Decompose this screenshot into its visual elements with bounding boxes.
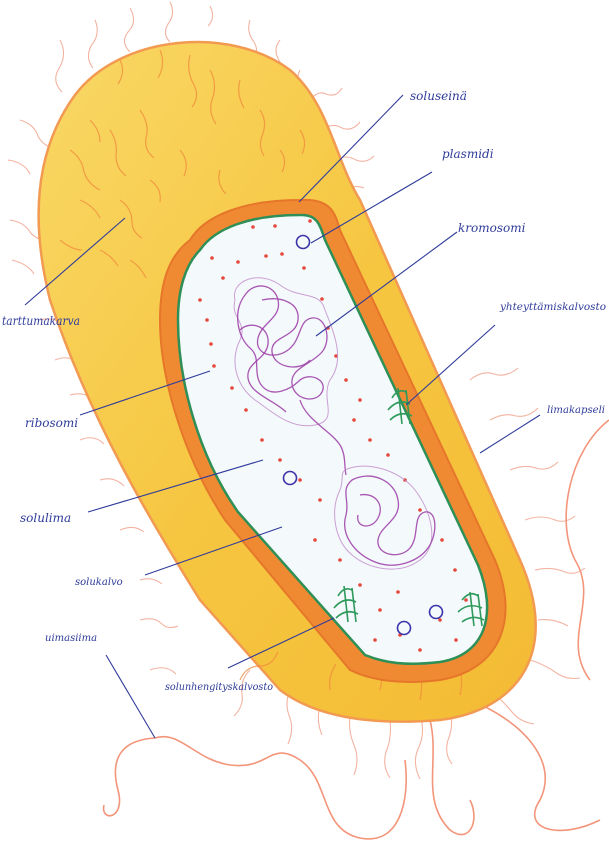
label-flagellum: uimasiima [45,633,97,644]
label-pilus: tarttumakarva [2,314,80,328]
label-cell-wall: soluseinä [410,89,467,103]
plasmids [282,234,444,636]
cytoplasm [176,213,489,665]
label-photosynthetic-membranes: yhteyttämiskalvosto [499,302,606,313]
label-slime-capsule: limakapseli [547,405,605,416]
label-respiratory-membranes: solunhengityskalvosto [165,682,273,693]
label-cell-membrane: solukalvo [75,577,123,588]
label-cytoplasm: solulima [20,511,71,525]
chromosome [233,277,436,570]
leader-lines [24,94,541,739]
labels: soluseinä plasmidi kromosomi yhteyttämis… [2,89,606,693]
label-plasmid: plasmidi [442,147,494,161]
pili-inner [59,49,463,701]
ribosomes [198,219,468,652]
flagella [102,419,609,840]
label-ribosome: ribosomi [25,416,78,430]
label-chromosome: kromosomi [458,221,526,235]
photosynthetic-membranes [333,387,485,627]
